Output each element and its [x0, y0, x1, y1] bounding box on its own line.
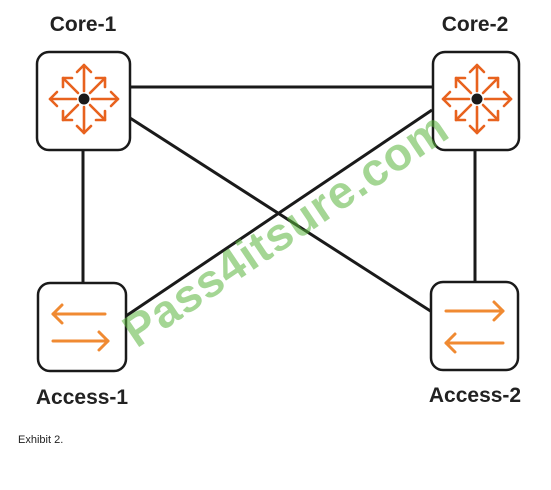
link-core1-access2: [129, 116, 433, 314]
access-1-node: [36, 281, 128, 373]
switch-arrows-icon: [444, 300, 505, 354]
links: [81, 85, 477, 318]
core-1-label: Core-1: [49, 13, 117, 36]
access-1-label: Access-1: [35, 386, 129, 409]
core-1-node: [35, 50, 132, 152]
router-arrows-icon: [48, 63, 120, 135]
exhibit-caption: Exhibit 2.: [18, 434, 64, 446]
switch-arrows-icon: [51, 303, 110, 352]
core-2-node: [431, 50, 521, 152]
router-arrows-icon: [441, 63, 513, 135]
access-2-node: [429, 280, 520, 372]
core-2-label: Core-2: [441, 13, 509, 36]
access-2-label: Access-2: [428, 384, 522, 407]
link-core2-access1: [125, 108, 433, 318]
